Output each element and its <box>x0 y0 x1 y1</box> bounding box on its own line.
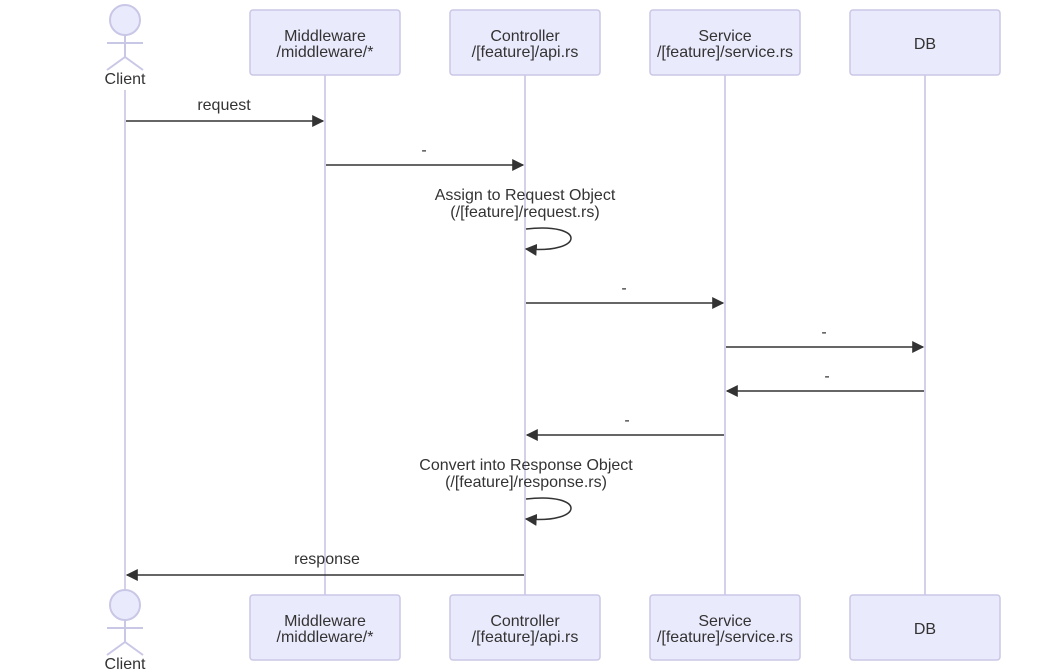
participant-controller-bottom-name: Controller <box>490 613 560 630</box>
participant-middleware-bottom: Middleware /middleware/* <box>249 594 401 661</box>
message-7-label: - <box>624 412 629 429</box>
participant-db-bottom-name: DB <box>914 621 936 638</box>
participant-middleware-top: Middleware /middleware/* <box>249 9 401 76</box>
message-3-label-line2: (/[feature]/request.rs) <box>450 204 599 221</box>
participant-controller-top-path: /[feature]/api.rs <box>472 44 579 61</box>
message-5-label: - <box>821 324 826 341</box>
participant-middleware-bottom-name: Middleware <box>284 613 366 630</box>
participant-service-bottom: Service /[feature]/service.rs <box>649 594 801 661</box>
message-8-self-loop <box>524 497 572 526</box>
participant-controller-bottom-path: /[feature]/api.rs <box>472 629 579 646</box>
message-3-label-line1: Assign to Request Object <box>435 187 616 204</box>
participant-controller-top: Controller /[feature]/api.rs <box>449 9 601 76</box>
participant-service-bottom-path: /[feature]/service.rs <box>657 629 793 646</box>
message-8-label-line1: Convert into Response Object <box>419 457 633 474</box>
participant-service-top-name: Service <box>698 28 751 45</box>
participant-db-top: DB <box>849 9 1001 76</box>
client-actor-top-label: Client <box>105 71 146 88</box>
participant-middleware-bottom-path: /middleware/* <box>277 629 374 646</box>
participant-controller-bottom: Controller /[feature]/api.rs <box>449 594 601 661</box>
client-actor-top <box>106 4 144 71</box>
participant-service-bottom-name: Service <box>698 613 751 630</box>
participant-db-bottom: DB <box>849 594 1001 661</box>
message-1-label: request <box>197 97 251 114</box>
message-6-label: - <box>824 368 829 385</box>
participant-service-top: Service /[feature]/service.rs <box>649 9 801 76</box>
participant-db-top-name: DB <box>914 36 936 53</box>
participant-middleware-top-name: Middleware <box>284 28 366 45</box>
message-2-label: - <box>421 142 426 159</box>
message-4-label: - <box>621 280 626 297</box>
message-8-label-line2: (/[feature]/response.rs) <box>445 474 607 491</box>
message-9-label: response <box>294 551 360 568</box>
message-3-self-loop <box>524 227 572 256</box>
participant-middleware-top-path: /middleware/* <box>277 44 374 61</box>
participant-service-top-path: /[feature]/service.rs <box>657 44 793 61</box>
client-actor-bottom <box>106 589 144 656</box>
participant-controller-top-name: Controller <box>490 28 560 45</box>
client-actor-bottom-label: Client <box>105 656 146 671</box>
